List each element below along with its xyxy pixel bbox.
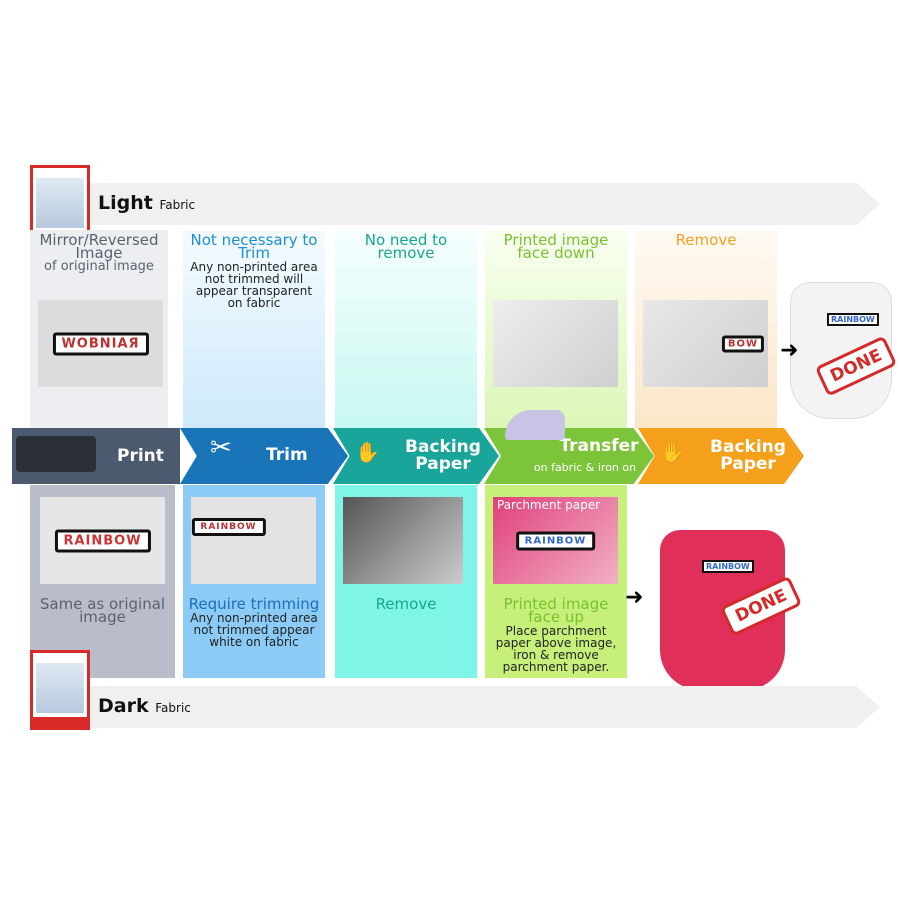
col-heading: Remove — [375, 595, 437, 613]
peel-backing-photo: BOW — [643, 300, 768, 387]
step-backing-paper-2: ✋ Backing Paper — [638, 428, 804, 484]
col-heading: Same as original image — [39, 595, 166, 626]
photo-text: BOW — [721, 335, 765, 352]
step-sublabel: on fabric & iron on — [533, 461, 637, 474]
top-col-transfer: Printed image face down — [485, 230, 627, 428]
peel-backing-photo — [343, 497, 463, 584]
arrow-right-icon: ➜ — [780, 338, 799, 363]
col-desc: Any non-printed area not trimmed will ap… — [190, 260, 318, 310]
top-col-print: Mirror/Reversed Image of original image … — [30, 230, 168, 428]
dark-sub: Fabric — [155, 701, 191, 715]
step-label: Transfer — [559, 436, 639, 456]
step-trim: ✂ Trim — [180, 428, 348, 484]
col-heading: Printed image face up — [503, 595, 609, 626]
step-label: Backing Paper — [710, 437, 786, 474]
light-title: Light — [98, 192, 153, 214]
normal-print-photo: RAINBOW — [40, 497, 165, 584]
iron-face-up-photo: Parchment paper RAINBOW — [493, 497, 618, 584]
printer-icon — [16, 436, 96, 472]
onesie-print: RAINBOW — [702, 560, 754, 573]
step-label: Backing Paper — [405, 437, 481, 474]
photo-text: WOBNIAЯ — [52, 332, 149, 355]
bottom-col-backing: Remove — [335, 485, 477, 678]
top-col-backing: No need to remove — [335, 230, 477, 428]
dark-fabric-pack-image — [30, 650, 90, 730]
col-desc: Place parchment paper above image, iron … — [495, 624, 617, 674]
col-heading: Mirror/Reversed Image — [39, 231, 159, 262]
trimming-photo: RAINBOW — [191, 497, 316, 584]
bottom-col-transfer: Parchment paper RAINBOW Printed image fa… — [485, 485, 627, 678]
hands-peeling-icon: ✋ — [355, 440, 380, 464]
mirror-print-photo: WOBNIAЯ — [38, 300, 163, 387]
step-label: Trim — [266, 445, 308, 465]
light-fabric-banner: Light Fabric — [90, 183, 880, 225]
photo-label: Parchment paper — [497, 498, 601, 512]
iron-face-down-photo — [493, 300, 618, 387]
col-heading: Require trimming — [188, 595, 320, 613]
top-col-remove: Remove BOW — [635, 230, 777, 428]
photo-text: RAINBOW — [54, 529, 151, 552]
step-print: Print — [12, 428, 180, 484]
col-subheading: of original image — [44, 259, 154, 274]
hands-peeling-icon: ✋ — [660, 440, 685, 464]
step-backing-paper: ✋ Backing Paper — [333, 428, 499, 484]
col-desc: Any non-printed area not trimmed appear … — [190, 611, 318, 649]
photo-text: RAINBOW — [191, 518, 266, 537]
dark-title: Dark — [98, 695, 149, 717]
onesie-print: RAINBOW — [827, 313, 879, 326]
col-heading: Remove — [675, 231, 737, 249]
scissors-icon: ✂ — [210, 433, 232, 463]
col-heading: Not necessary to Trim — [190, 231, 318, 262]
bottom-col-trim: RAINBOW Require trimming Any non-printed… — [183, 485, 325, 678]
dark-fabric-banner: Dark Fabric — [90, 686, 880, 728]
photo-text: RAINBOW — [515, 531, 596, 550]
col-heading: Printed image face down — [503, 231, 609, 262]
light-sub: Fabric — [159, 198, 196, 212]
top-col-trim: Not necessary to Trim Any non-printed ar… — [183, 230, 325, 428]
iron-icon — [505, 410, 565, 440]
bottom-col-print: RAINBOW Same as original image — [30, 485, 175, 678]
arrow-right-icon: ➜ — [625, 585, 644, 610]
step-label: Print — [117, 446, 164, 466]
col-heading: No need to remove — [364, 231, 448, 262]
